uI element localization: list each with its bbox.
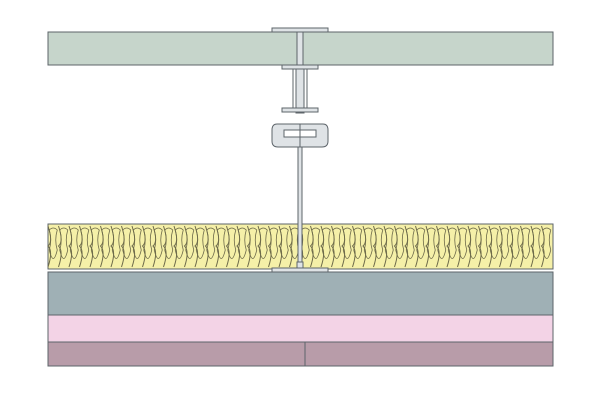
- insulation-fibre: [143, 227, 153, 259]
- insulation-fibre: [174, 227, 184, 259]
- insulation-fibre: [164, 227, 174, 259]
- insulation-fibre: [363, 227, 373, 259]
- insulation-fibre: [237, 227, 247, 259]
- insulation-fibre: [353, 227, 363, 259]
- insulation-fibre: [153, 227, 163, 259]
- insulation-fibre: [426, 227, 436, 259]
- insulation-fibre: [185, 227, 195, 259]
- insulation-fibre: [206, 227, 216, 259]
- insulation-fibre: [258, 227, 268, 259]
- insulation-waves: [47, 225, 545, 268]
- insulation-fibre: [437, 227, 447, 259]
- i-section-icon: [281, 64, 319, 114]
- insulation-fibre: [531, 227, 541, 259]
- mauve-board: [47, 341, 554, 367]
- insulation-fibre: [447, 227, 457, 259]
- insulation-fibre: [132, 227, 142, 259]
- insulation-fibre: [216, 227, 226, 259]
- pink-board: [47, 314, 554, 343]
- insulation-fibre: [80, 227, 90, 259]
- insulation-pattern: [47, 225, 552, 268]
- insulation-fibre: [248, 227, 258, 259]
- insulation-fibre: [111, 227, 121, 259]
- insulation-fibre: [279, 227, 289, 259]
- insulation-fibre: [542, 227, 552, 259]
- insulation-fibre: [69, 227, 79, 259]
- insulation-fibre: [195, 227, 205, 259]
- insulation-fibre: [90, 227, 100, 259]
- insulation-fibre: [311, 227, 321, 259]
- insulation-fibre: [395, 227, 405, 259]
- insulation-fibre: [342, 227, 352, 259]
- insulation-fibre: [101, 227, 111, 259]
- insulation-fibre: [59, 227, 69, 259]
- insulation-fibre: [48, 227, 58, 259]
- insulation-fibre: [500, 227, 510, 259]
- insulation-fibre: [321, 227, 331, 259]
- insulation-fibre: [227, 227, 237, 259]
- insulation-fibre: [521, 227, 531, 259]
- insulation-fibre: [405, 227, 415, 259]
- insulation-fibre: [489, 227, 499, 259]
- bottom-t-section: [271, 261, 329, 273]
- insulation-fibre: [122, 227, 132, 259]
- steel-stud: [271, 27, 329, 273]
- grey-board: [47, 271, 554, 316]
- clip-icon: [271, 123, 329, 148]
- insulation-fibre: [384, 227, 394, 259]
- insulation-fibre: [468, 227, 478, 259]
- insulation-fibre: [510, 227, 520, 259]
- insulation-fibre: [269, 227, 279, 259]
- insulation-fibre: [458, 227, 468, 259]
- insulation-fibre: [416, 227, 426, 259]
- insulation-fibre: [374, 227, 384, 259]
- insulation-fibre: [332, 227, 342, 259]
- insulation-fibre: [479, 227, 489, 259]
